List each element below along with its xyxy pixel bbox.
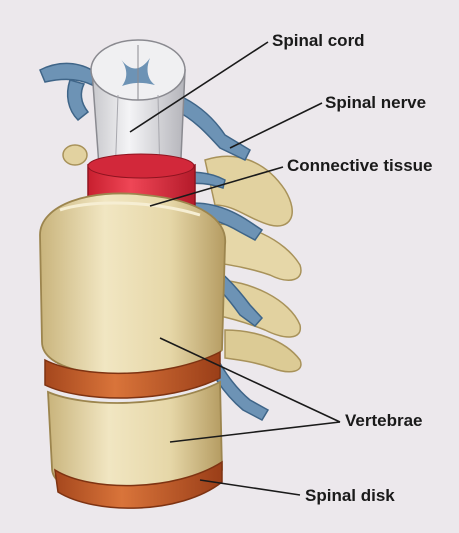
label-spinal-nerve: Spinal nerve	[325, 93, 427, 112]
label-spinal-disk: Spinal disk	[305, 486, 395, 505]
disk-lower	[54, 460, 223, 509]
disk-upper	[44, 350, 221, 399]
vertebra-upper	[39, 192, 226, 376]
vertebral-processes	[62, 144, 302, 373]
label-spinal-cord: Spinal cord	[272, 31, 365, 50]
leader-lines	[129, 41, 341, 496]
label-connective-tissue: Connective tissue	[287, 156, 433, 175]
label-vertebrae: Vertebrae	[345, 411, 423, 430]
